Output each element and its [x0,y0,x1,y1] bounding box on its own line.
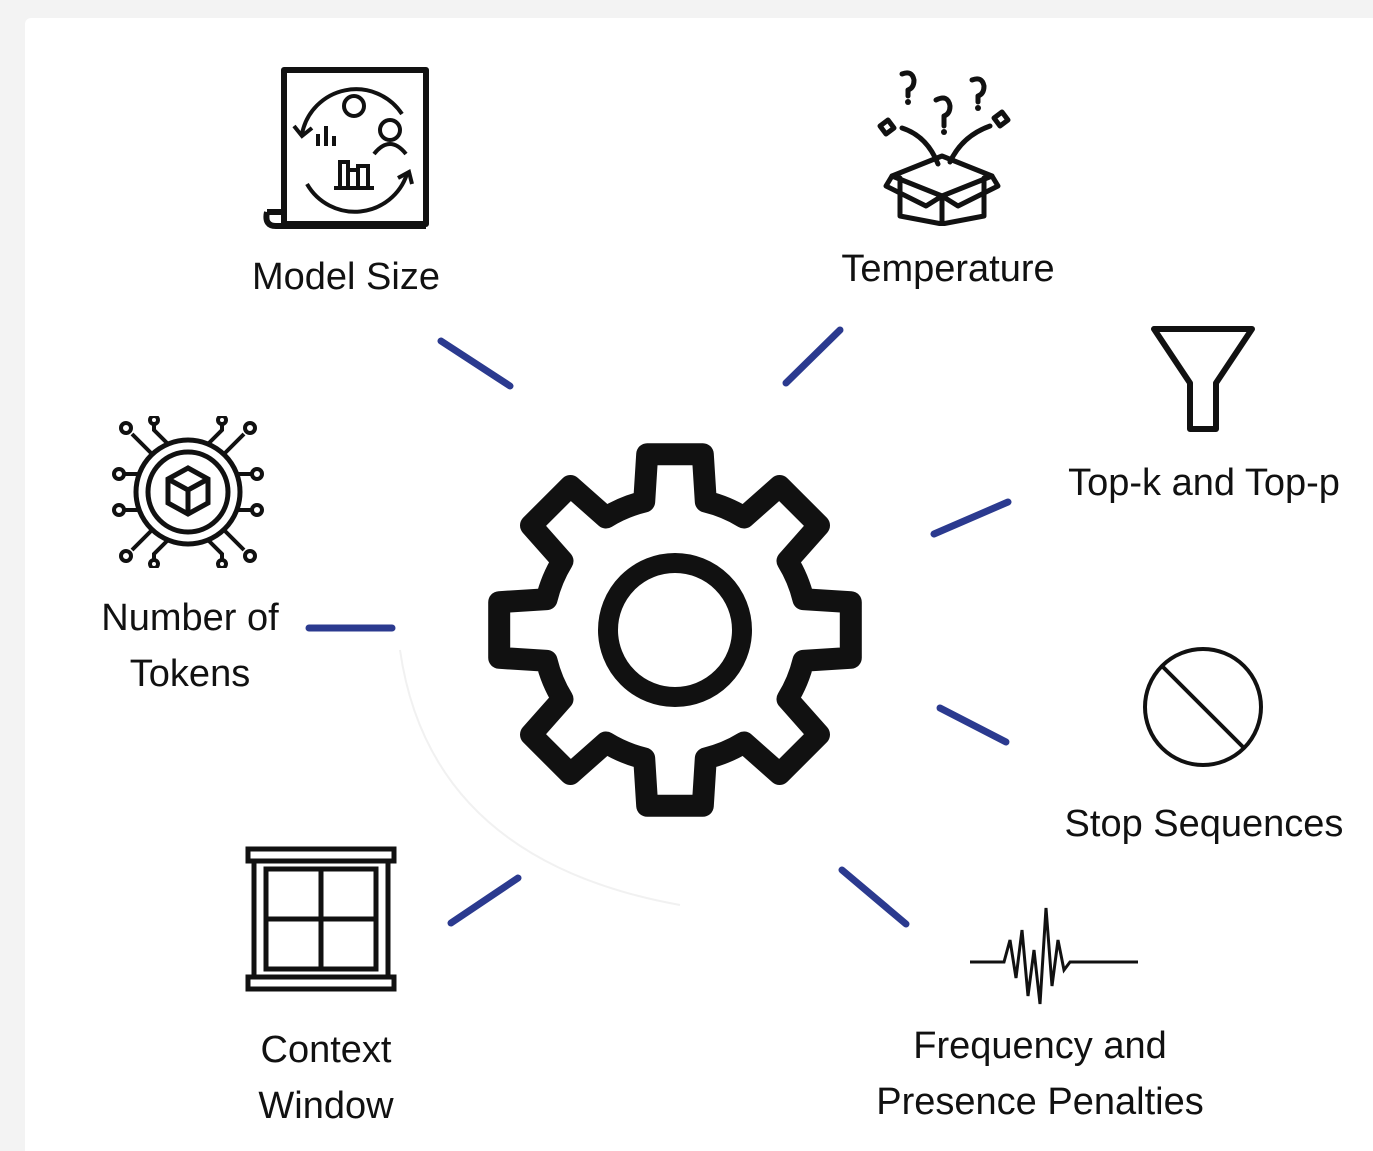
faint-arc [399,649,681,906]
gear-icon [488,443,862,817]
prohibited-icon [1143,647,1263,767]
token-chip-icon [112,416,264,568]
label-number-of-tokens: Number of Tokens [101,597,279,695]
label-temperature: Temperature [841,248,1055,290]
connector-context-window [447,874,522,927]
connector-model-size [437,337,514,390]
label-frequency-presence: Frequency and Presence Penalties [876,1025,1204,1123]
diagram-canvas [25,18,1373,1151]
label-model-size: Model Size [252,256,440,298]
label-top-k-top-p: Top-k and Top-p [1068,462,1340,504]
connector-frequency-presence [838,866,910,928]
label-stop-sequences: Stop Sequences [1064,803,1344,845]
waveform-icon [970,907,1138,1005]
connector-top-k-top-p [930,498,1012,538]
surprise-box-icon [877,70,1011,226]
label-context-window: Context Window [258,1029,394,1127]
funnel-icon [1151,326,1255,432]
connector-temperature [782,326,844,387]
connector-stop-sequences [936,704,1010,746]
model-document-icon [263,67,429,229]
window-icon [245,846,397,992]
